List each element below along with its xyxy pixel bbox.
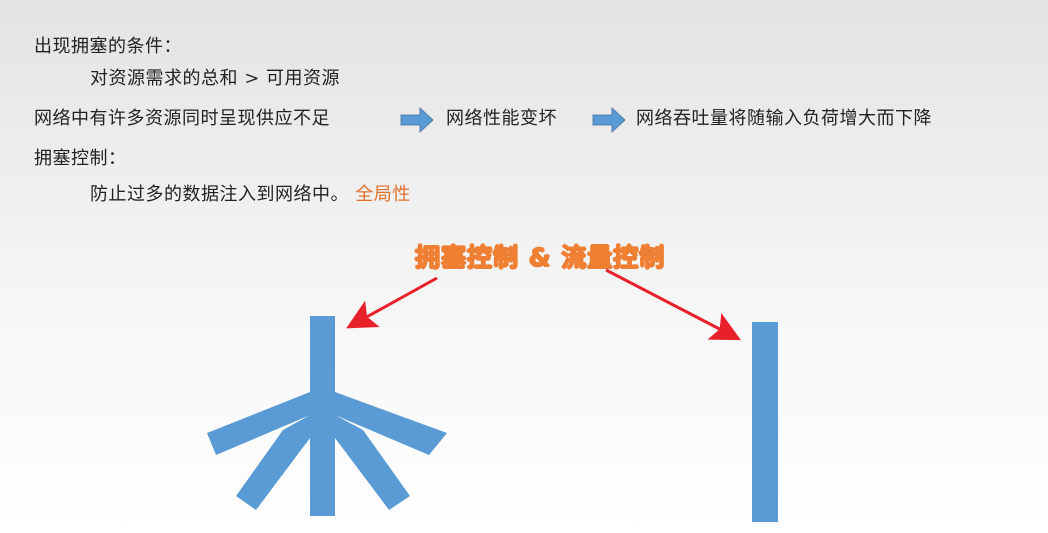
- pointer-arrow-left: [346, 276, 438, 329]
- single-bar-icon: [752, 322, 778, 522]
- right-arrow-icon: [400, 107, 434, 133]
- right-arrow-icon: [592, 107, 626, 133]
- congestion-control-heading: 拥塞控制：: [34, 148, 127, 169]
- congestion-condition-heading: 出现拥塞的条件：: [34, 36, 182, 57]
- pointer-arrow-right: [605, 268, 741, 341]
- tree-branch-icon: [207, 316, 447, 516]
- chain-part-2: 网络性能变坏: [446, 108, 557, 129]
- diagram-title: 拥塞控制 & 流量控制: [415, 243, 666, 272]
- chain-part-3: 网络吞吐量将随输入负荷增大而下降: [636, 108, 932, 129]
- consequence-chain: 网络中有许多资源同时呈现供应不足: [34, 107, 330, 131]
- congestion-control-description: 防止过多的数据注入到网络中。 全局性: [90, 183, 411, 207]
- congestion-control-desc-text: 防止过多的数据注入到网络中。: [90, 184, 349, 205]
- chain-part-1: 网络中有许多资源同时呈现供应不足: [34, 108, 330, 129]
- global-keyword: 全局性: [355, 184, 411, 205]
- congestion-condition-formula: 对资源需求的总和 > 可用资源: [90, 68, 341, 89]
